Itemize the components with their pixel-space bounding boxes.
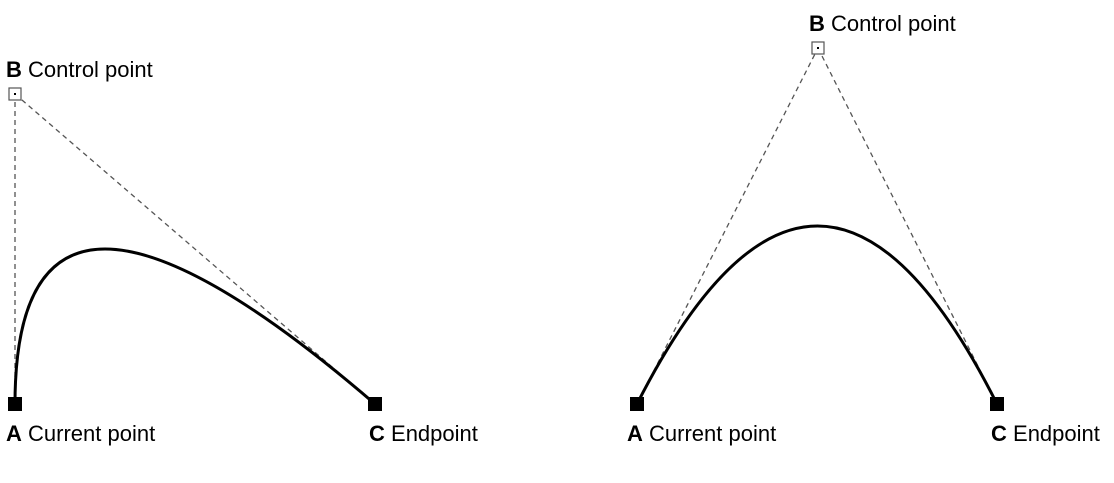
control-point-letter: B (809, 11, 825, 36)
endpoint-text: Endpoint (1013, 421, 1100, 446)
control-point-dot (817, 47, 819, 49)
current-point-marker (630, 397, 644, 411)
current-point-marker (8, 397, 22, 411)
diagram-right (630, 41, 1004, 411)
current-point-letter: A (6, 421, 22, 446)
current-point-text: Current point (28, 421, 156, 446)
control-point-letter: B (6, 57, 22, 82)
control-point-label: B Control point (809, 13, 956, 35)
endpoint-marker (368, 397, 382, 411)
quadratic-curve (13, 247, 376, 406)
current-point-text: Current point (649, 421, 777, 446)
endpoint-letter: C (991, 421, 1007, 446)
current-point-label: A Current point (627, 423, 776, 445)
endpoint-label: C Endpoint (369, 423, 478, 445)
control-point-text: Control point (28, 57, 153, 82)
endpoint-marker (990, 397, 1004, 411)
current-point-letter: A (627, 421, 643, 446)
guide-line-b-c (817, 47, 998, 405)
quadratic-curve (635, 224, 999, 405)
control-point-label: B Control point (6, 59, 153, 81)
guide-line-a-b (636, 47, 819, 405)
diagram-left (8, 87, 382, 411)
endpoint-text: Endpoint (391, 421, 478, 446)
endpoint-letter: C (369, 421, 385, 446)
guide-line-b-c (14, 93, 376, 405)
control-point-text: Control point (831, 11, 956, 36)
current-point-label: A Current point (6, 423, 155, 445)
endpoint-label: C Endpoint (991, 423, 1100, 445)
control-point-dot (14, 93, 16, 95)
